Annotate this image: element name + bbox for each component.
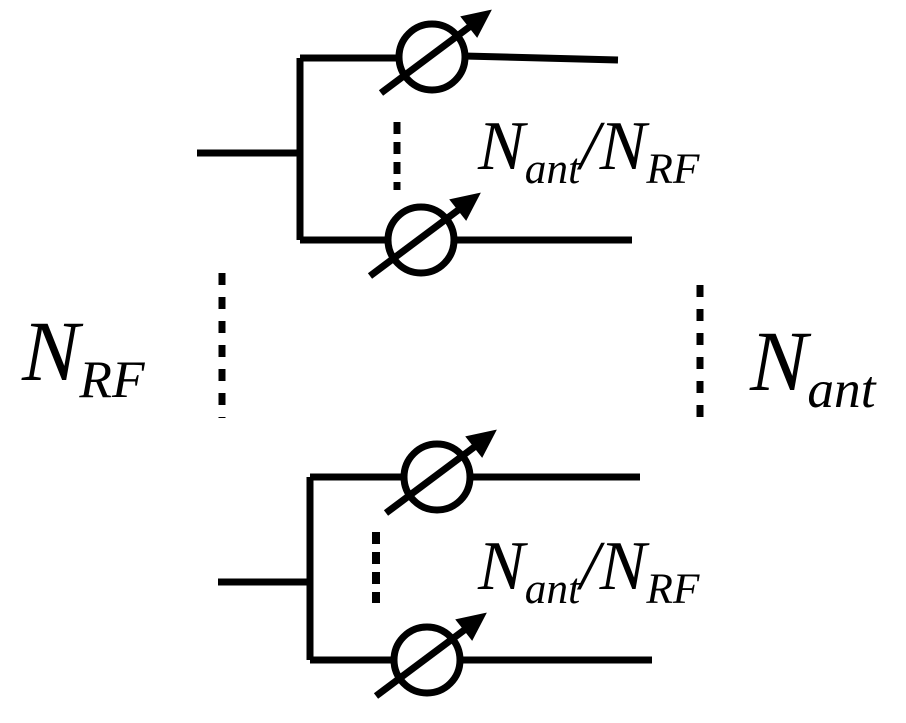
group-bottom-denominator: NRF [599, 528, 700, 613]
rf-chain-group-top [197, 9, 632, 279]
rf-chain-group-bottom [218, 429, 652, 699]
group-bottom-numerator: Nant [478, 528, 581, 613]
group-top-numerator: Nant [478, 108, 581, 193]
group-bottom-slash: / [580, 528, 600, 605]
group-size-label-bottom: Nant/NRF [478, 532, 699, 611]
rf-chain-count-label: NRF [22, 303, 145, 410]
phase-shifter-icon [383, 429, 497, 516]
antenna-count-label: Nant [750, 313, 876, 420]
group-size-label-top: Nant/NRF [478, 112, 699, 191]
phase-shifter-icon [373, 612, 487, 699]
branch-line-top-1-out [463, 52, 619, 64]
group-top-denominator: NRF [599, 108, 700, 193]
phase-shifter-icon [367, 192, 481, 279]
phase-shifter-icon [378, 9, 492, 96]
group-top-slash: / [580, 108, 600, 185]
